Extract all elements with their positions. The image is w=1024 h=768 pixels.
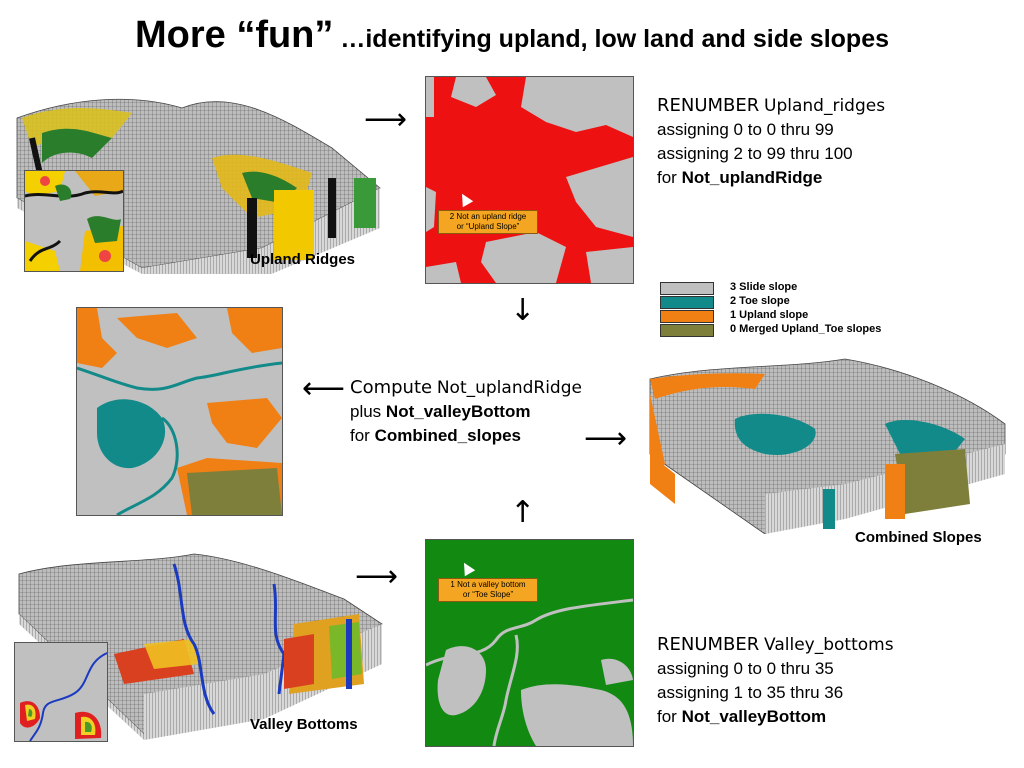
arrow-right-icon: ⟶ bbox=[584, 421, 628, 456]
renumber-valley-line2: assigning 1 to 35 thru 36 bbox=[657, 683, 844, 702]
combined-slopes-map bbox=[76, 307, 283, 516]
renumber-valley-heading: RENUMBER Valley_bottoms bbox=[657, 633, 894, 657]
title-main: More “fun” bbox=[134, 14, 334, 56]
legend-item-merged-slopes: 0 Merged Upland_Toe slopes bbox=[660, 323, 920, 337]
legend-item-upland-slope: 1 Upland slope bbox=[660, 309, 920, 323]
valley-inset-map bbox=[14, 642, 108, 742]
renumber-upland-map: Upland_ridges bbox=[764, 96, 886, 116]
valley-callout-line2: or “Toe Slope” bbox=[462, 590, 514, 599]
renumber-valley-line1: assigning 0 to 0 thru 35 bbox=[657, 659, 834, 678]
compute-plus: plus Not_valleyBottom bbox=[350, 400, 582, 424]
upland-callout-line2: or “Upland Slope” bbox=[456, 222, 520, 231]
arrow-left-icon: ⟵ bbox=[302, 371, 346, 406]
renumber-upland-target: Not_uplandRidge bbox=[681, 168, 823, 187]
renumber-valley-target: Not_valleyBottom bbox=[681, 707, 827, 726]
upland-inset-map bbox=[24, 170, 124, 272]
legend-swatch bbox=[660, 310, 714, 323]
compute-plus-word: plus bbox=[350, 402, 382, 421]
renumber-valley-keyword: RENUMBER bbox=[657, 634, 760, 655]
combined-slopes-terrain bbox=[645, 344, 1015, 535]
renumber-valley-block: RENUMBER Valley_bottoms assigning 0 to 0… bbox=[657, 633, 894, 729]
compute-second: Not_valleyBottom bbox=[385, 402, 531, 421]
compute-for-word: for bbox=[350, 426, 370, 445]
renumber-valley-for-word: for bbox=[657, 707, 677, 726]
not-valley-bottom-map: 1 Not a valley bottom or “Toe Slope” bbox=[425, 539, 634, 747]
compute-keyword: Compute bbox=[350, 377, 433, 398]
legend-label: 0 Merged Upland_Toe slopes bbox=[730, 323, 882, 335]
upland-callout: 2 Not an upland ridge or “Upland Slope” bbox=[438, 210, 538, 234]
compute-block: Compute Not_uplandRidge plus Not_valleyB… bbox=[350, 376, 582, 448]
renumber-upland-for-word: for bbox=[657, 168, 677, 187]
valley-callout: 1 Not a valley bottom or “Toe Slope” bbox=[438, 578, 538, 602]
renumber-valley-map: Valley_bottoms bbox=[764, 635, 894, 655]
slide-title: More “fun” …identifying upland, low land… bbox=[0, 14, 1024, 57]
caption-upland-ridges: Upland Ridges bbox=[250, 251, 356, 268]
legend-item-toe-slope: 2 Toe slope bbox=[660, 295, 920, 309]
legend: 3 Slide slope 2 Toe slope 1 Upland slope… bbox=[660, 281, 920, 342]
compute-map: Not_uplandRidge bbox=[436, 378, 582, 398]
legend-label: 3 Slide slope bbox=[730, 281, 798, 293]
renumber-upland-line1: assigning 0 to 0 thru 99 bbox=[657, 120, 834, 139]
compute-target: Combined_slopes bbox=[374, 426, 521, 445]
arrow-up-icon: ↑ bbox=[510, 495, 536, 530]
not-upland-ridge-map: 2 Not an upland ridge or “Upland Slope” bbox=[425, 76, 634, 284]
arrow-right-icon: ⟶ bbox=[355, 559, 399, 594]
renumber-valley-for: for Not_valleyBottom bbox=[657, 705, 894, 729]
arrow-down-icon: ↓ bbox=[510, 293, 536, 328]
caption-combined-slopes: Combined Slopes bbox=[855, 529, 982, 546]
compute-heading: Compute Not_uplandRidge bbox=[350, 376, 582, 400]
renumber-upland-heading: RENUMBER Upland_ridges bbox=[657, 94, 885, 118]
valley-callout-line1: 1 Not a valley bottom bbox=[450, 580, 526, 589]
compute-for: for Combined_slopes bbox=[350, 424, 582, 448]
legend-label: 1 Upland slope bbox=[730, 309, 809, 321]
caption-valley-bottoms: Valley Bottoms bbox=[250, 716, 358, 733]
renumber-upland-line2: assigning 2 to 99 thru 100 bbox=[657, 144, 853, 163]
legend-item-slide-slope: 3 Slide slope bbox=[660, 281, 920, 295]
renumber-upland-for: for Not_uplandRidge bbox=[657, 166, 885, 190]
legend-swatch bbox=[660, 282, 714, 295]
renumber-upland-block: RENUMBER Upland_ridges assigning 0 to 0 … bbox=[657, 94, 885, 190]
title-sub: …identifying upland, low land and side s… bbox=[333, 25, 890, 53]
renumber-upland-keyword: RENUMBER bbox=[657, 95, 760, 116]
legend-swatch bbox=[660, 296, 714, 309]
legend-swatch bbox=[660, 324, 714, 337]
legend-label: 2 Toe slope bbox=[730, 295, 790, 307]
upland-callout-line1: 2 Not an upland ridge bbox=[449, 212, 527, 221]
arrow-right-icon: ⟶ bbox=[364, 102, 408, 137]
